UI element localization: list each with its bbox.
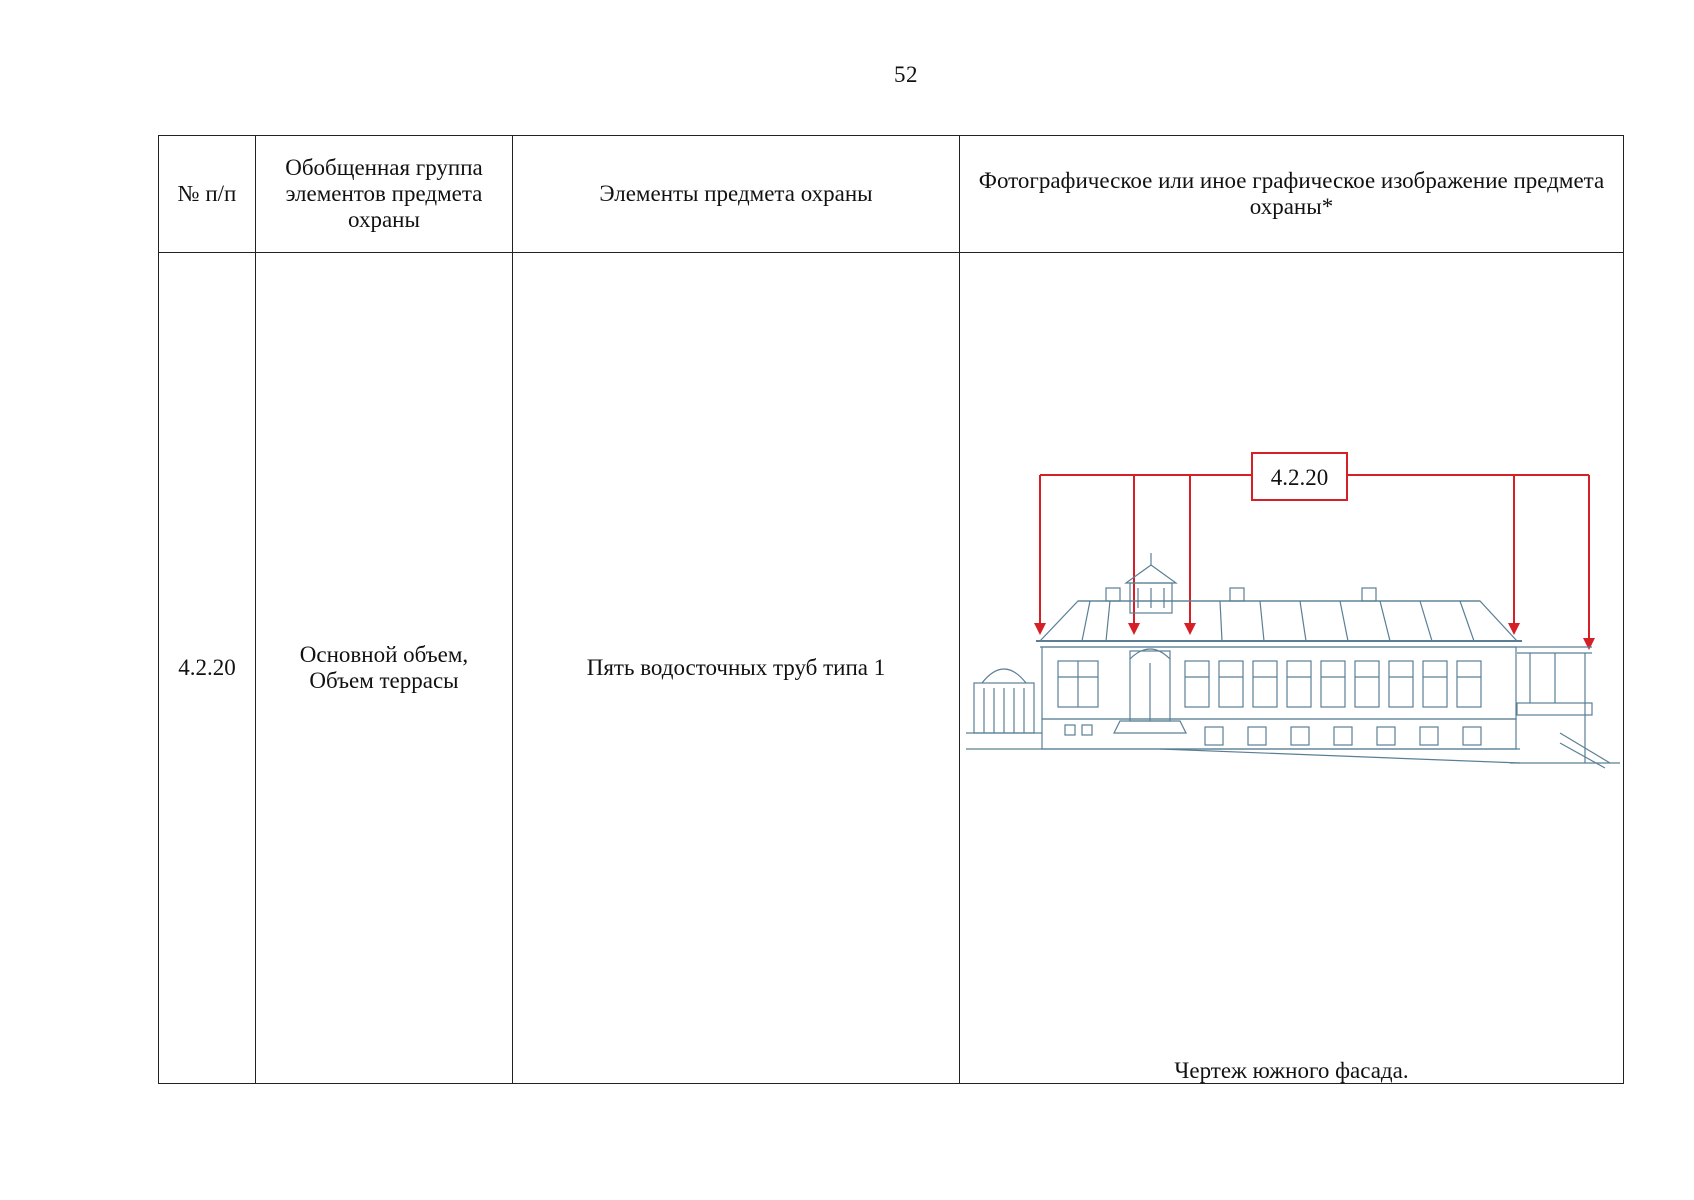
building-facade-drawing: 4.2.20 — [966, 452, 1620, 769]
facade-outline — [966, 553, 1620, 769]
header-group: Обобщенная группа элементов предмета охр… — [255, 135, 513, 253]
header-elements: Элементы предмета охраны — [512, 135, 960, 253]
annotation-leaders — [1039, 474, 1590, 638]
row-group-line1: Основной объем, — [299, 642, 469, 667]
annotation-label-text: 4.2.20 — [1271, 465, 1329, 490]
table-row: 4.2.20 Основной объем, Объем террасы Пят… — [158, 252, 1624, 1084]
row-image-cell: 4.2.20 — [959, 252, 1624, 1084]
down-arrow-icon — [1034, 623, 1595, 650]
facade-windows — [1057, 660, 1482, 746]
row-elements: Пять водосточных труб типа 1 — [512, 252, 960, 1084]
protection-table: № п/п Обобщенная группа элементов предме… — [158, 135, 1624, 1084]
header-num: № п/п — [158, 135, 256, 253]
page-number: 52 — [894, 62, 918, 87]
figure-caption: Чертеж южного фасада. — [1174, 1058, 1409, 1083]
table-header-row: № п/п Обобщенная группа элементов предме… — [158, 135, 1624, 253]
annotation-label: 4.2.20 — [1251, 452, 1348, 501]
row-group-line2: Объем террасы — [309, 668, 459, 693]
header-image: Фотографическое или иное графическое изо… — [959, 135, 1624, 253]
row-group: Основной объем, Объем террасы — [255, 252, 513, 1084]
row-num: 4.2.20 — [158, 252, 256, 1084]
